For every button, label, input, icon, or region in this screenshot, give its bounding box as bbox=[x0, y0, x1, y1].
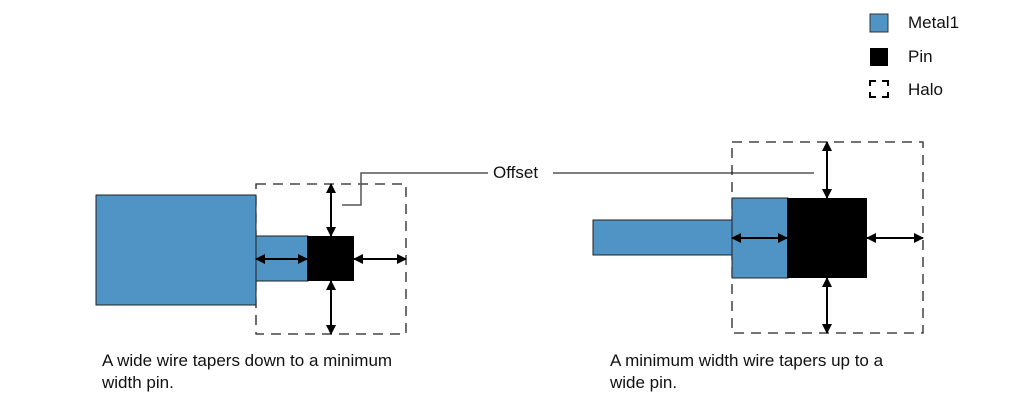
right-caption: A minimum width wire tapers up to a wide… bbox=[610, 351, 884, 392]
right-min-wire bbox=[592, 219, 733, 256]
left-diagram bbox=[95, 183, 407, 335]
right-pin bbox=[787, 198, 867, 278]
legend-label-metal1: Metal1 bbox=[908, 13, 960, 32]
pin-legend-swatch bbox=[870, 48, 888, 66]
left-caption: A wide wire tapers down to a minimum wid… bbox=[102, 351, 393, 392]
left-pin bbox=[307, 236, 354, 281]
left-wide-wire bbox=[95, 194, 257, 306]
metal1-legend-swatch bbox=[869, 13, 889, 33]
legend-label-pin: Pin bbox=[908, 47, 933, 66]
offset-leader-line bbox=[342, 172, 814, 206]
legend-label-halo: Halo bbox=[908, 80, 943, 99]
halo-legend-swatch bbox=[869, 80, 889, 98]
right-diagram bbox=[592, 141, 924, 334]
offset-label: Offset bbox=[489, 163, 543, 183]
